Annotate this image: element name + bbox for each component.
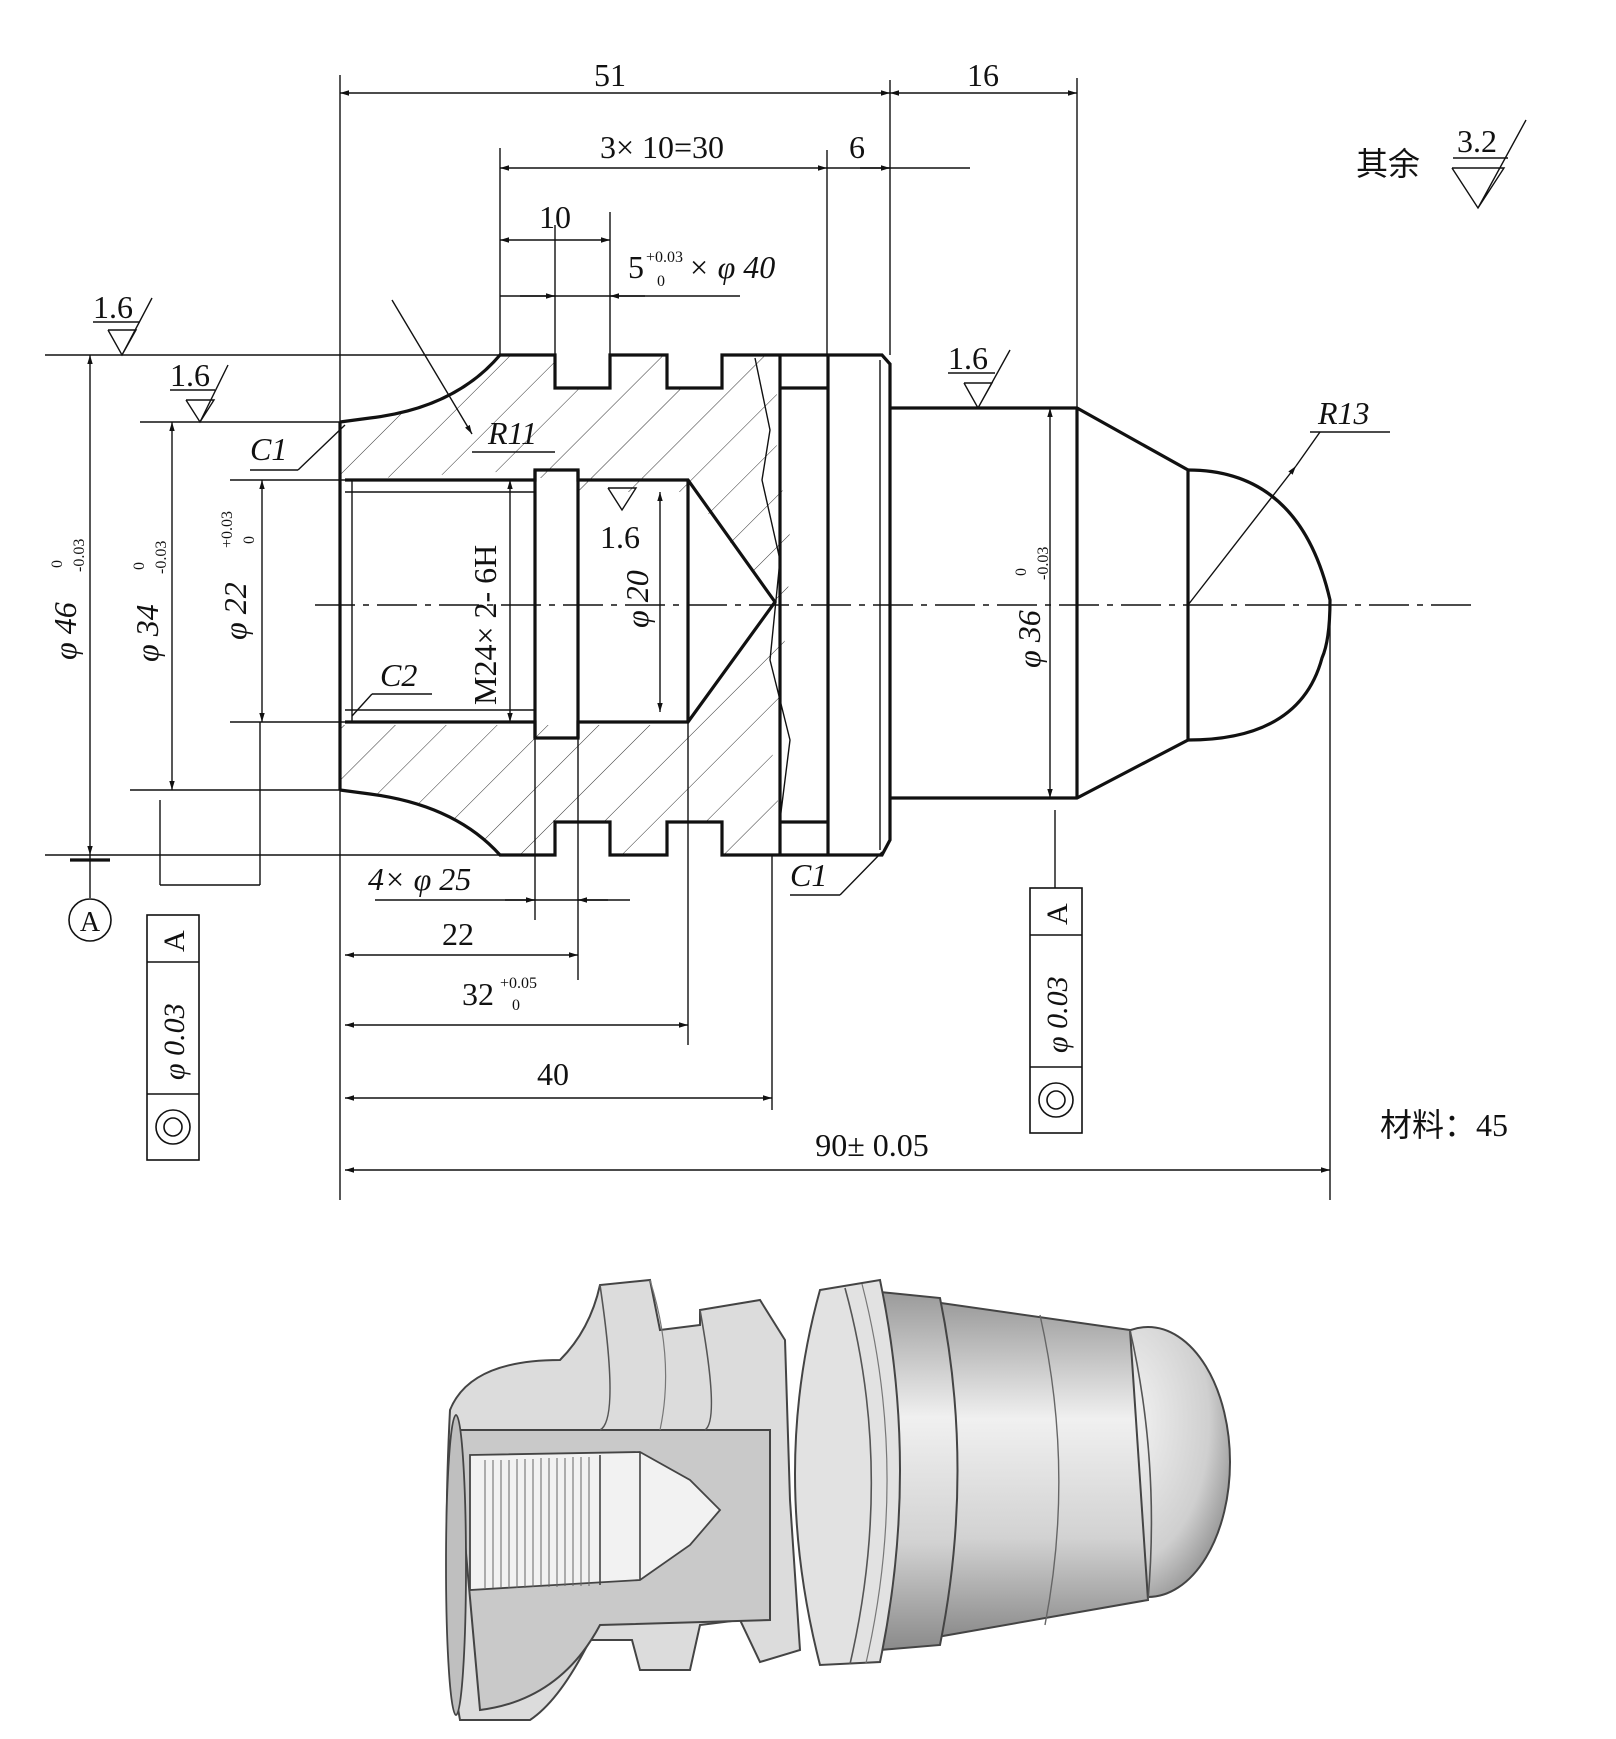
chamfer-c1-bottom: C1 [790, 857, 827, 893]
dim-16: 16 [967, 57, 999, 93]
dim-32-lower: 0 [512, 997, 520, 1014]
roughness-inner-value: 1.6 [600, 519, 640, 555]
dim-dia-34-lower: -0.03 [153, 541, 170, 574]
dim-groove-width-upper: +0.03 [646, 249, 683, 266]
dim-dia-46-lower: -0.03 [71, 539, 88, 572]
dim-32-upper: +0.05 [500, 975, 537, 992]
dim-total: 90± 0.05 [815, 1127, 929, 1163]
dim-groove-diameter: × φ 40 [688, 249, 775, 285]
datum-symbol [68, 855, 112, 942]
roughness-neck-value: 1.6 [948, 340, 988, 376]
dim-r13: R13 [1317, 395, 1370, 431]
dim-dia-36-upper: 0 [1013, 568, 1030, 576]
roughness-symbols [93, 119, 1527, 512]
chamfer-c2: C2 [380, 657, 417, 693]
dim-dia-36-lower: -0.03 [1035, 547, 1052, 580]
dim-dia-46-upper: 0 [49, 560, 66, 568]
roughness-top-value: 1.6 [93, 289, 133, 325]
dim-40: 40 [537, 1056, 569, 1092]
dim-grooves-pitch: 3× 10=30 [600, 129, 724, 165]
dim-22: 22 [442, 916, 474, 952]
dim-groove-width: 5 [628, 249, 644, 285]
dim-r11: R11 [487, 415, 537, 451]
dim-undercut: 4× φ 25 [368, 861, 471, 897]
tol-right-datum: A [1041, 903, 1074, 925]
material-label: 材料：45 [1380, 1107, 1508, 1143]
roughness-bore-value: 1.6 [170, 357, 210, 393]
tol-right-value: φ 0.03 [1041, 976, 1074, 1053]
dim-dia-46: φ 46 [47, 602, 83, 660]
other-surfaces-label: 其余 [1356, 146, 1420, 182]
tolerance-frame-right [1029, 887, 1083, 1134]
dim-dia-22: φ 22 [217, 582, 253, 640]
dim-dia-34-upper: 0 [131, 562, 148, 570]
dim-dia-20: φ 20 [619, 570, 655, 628]
dim-dia-36: φ 36 [1011, 610, 1047, 668]
dim-51: 51 [594, 57, 626, 93]
tol-left-datum: A [158, 930, 191, 952]
datum-letter: A [80, 907, 101, 938]
chamfer-c1-top: C1 [250, 431, 287, 467]
dimension-lines [87, 90, 1390, 1173]
dim-dia-34: φ 34 [129, 604, 165, 662]
pin-view [890, 406, 1332, 800]
dimension-labels: 51 16 3× 10=30 6 10 5 +0.03 0 × φ 40 1.6… [47, 57, 1508, 1163]
dim-thread: M24× 2- 6H [467, 545, 503, 705]
dim-groove-width-lower: 0 [657, 273, 665, 290]
other-surfaces-roughness: 3.2 [1457, 123, 1497, 159]
dim-dia-22-lower: 0 [241, 536, 258, 544]
extension-lines [45, 75, 1331, 1200]
dim-6: 6 [849, 129, 865, 165]
dim-dia-22-upper: +0.03 [219, 511, 236, 548]
3d-model-view [445, 1278, 1231, 1721]
tolerance-frame-left [146, 914, 200, 1161]
tol-left-value: φ 0.03 [158, 1003, 191, 1080]
dim-10: 10 [539, 199, 571, 235]
dim-32: 32 [462, 976, 494, 1012]
